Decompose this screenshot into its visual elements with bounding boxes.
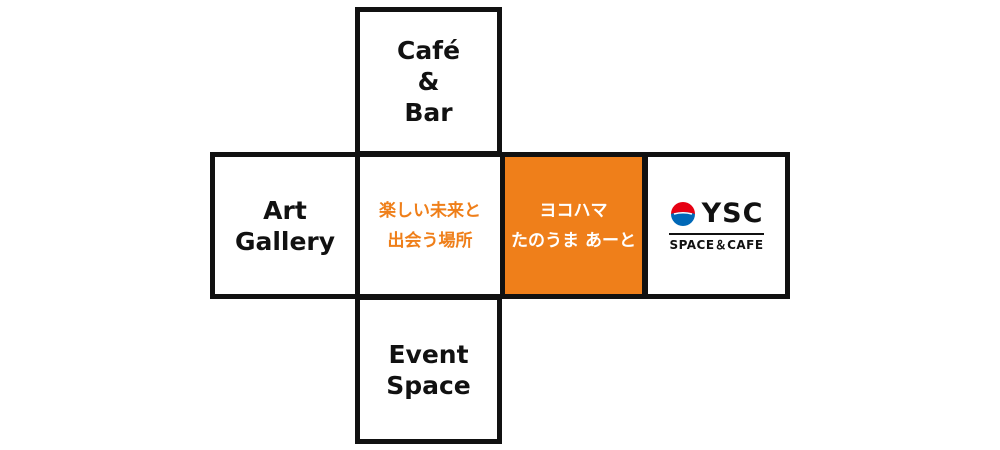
- event-space-line-1: Event: [388, 339, 469, 369]
- tagline-line-1: 楽しい未来と: [379, 200, 481, 221]
- art-gallery-line-2: Gallery: [234, 226, 336, 256]
- ysc-logo-tagline: SPACE＆CAFE: [669, 233, 764, 252]
- cafe-bar-line-2: &: [417, 67, 440, 96]
- art-gallery-cell: Art Gallery: [210, 152, 360, 299]
- ysc-logo-mark-icon: [670, 202, 695, 226]
- yokohama-art-cell: ヨコハマ たのうま あーと: [500, 152, 647, 299]
- art-gallery-line-1: Art: [263, 195, 307, 225]
- ysc-logo-text: YSC: [701, 198, 764, 229]
- cafe-bar-line-3: Bar: [404, 98, 453, 127]
- yokohama-line-2: たのうま あーと: [511, 230, 636, 251]
- tagline-cell: 楽しい未来と 出会う場所: [355, 152, 505, 299]
- cafe-bar-cell: Café & Bar: [355, 7, 502, 156]
- yokohama-line-1: ヨコハマ: [539, 200, 608, 221]
- ysc-logo: YSC: [670, 199, 764, 229]
- event-space-cell: Event Space: [355, 295, 502, 444]
- tagline-line-2: 出会う場所: [387, 230, 473, 251]
- event-space-line-2: Space: [386, 370, 471, 400]
- ysc-logo-cell: YSC SPACE＆CAFE: [643, 152, 790, 299]
- cafe-bar-line-1: Café: [396, 36, 461, 65]
